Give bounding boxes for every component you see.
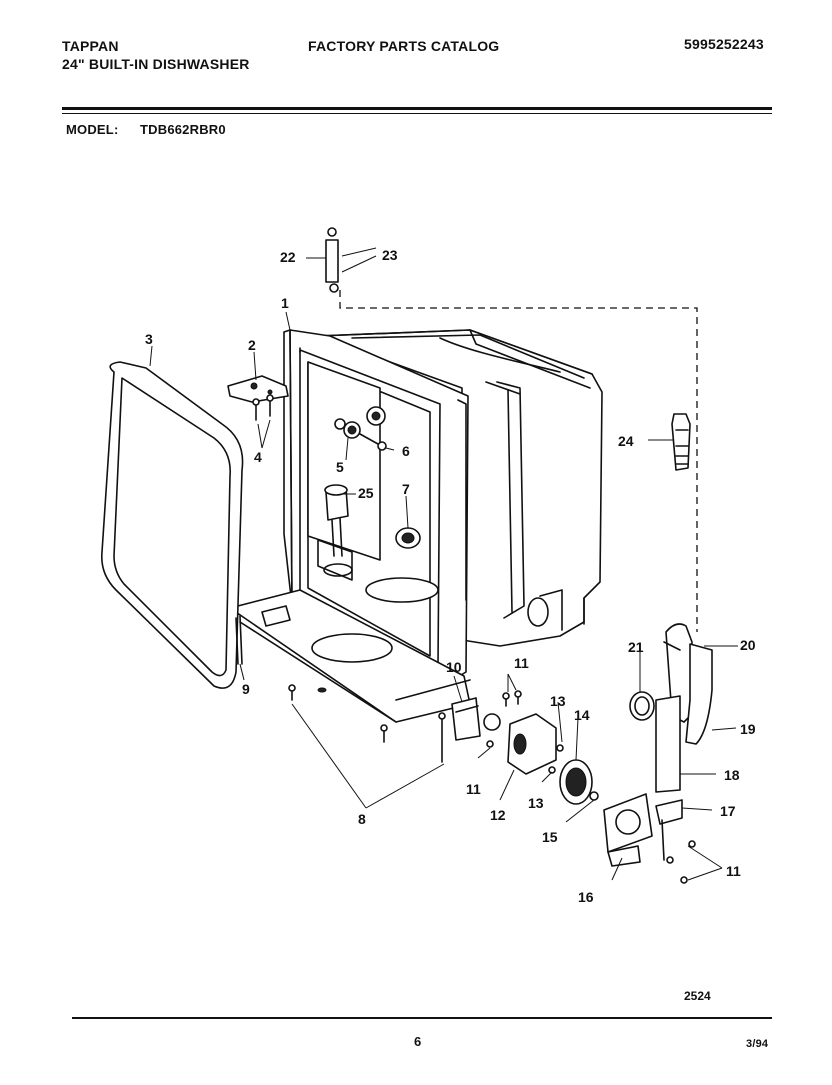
footer-rule [72, 1017, 772, 1019]
door-gasket [100, 361, 244, 689]
model-label: MODEL: [66, 122, 119, 137]
float-assembly [324, 484, 349, 557]
door-bottom-panel [229, 589, 471, 723]
catalog-title: FACTORY PARTS CATALOG [308, 38, 500, 54]
callout-4: 4 [254, 449, 262, 465]
callout-11a: 11 [514, 655, 529, 671]
callout-9: 9 [242, 681, 250, 697]
revision-date: 3/94 [746, 1038, 769, 1050]
callout-17: 17 [720, 803, 736, 819]
pump-housing [483, 713, 557, 775]
callout-10: 10 [446, 659, 462, 675]
callout-16: 16 [578, 889, 594, 905]
fill-fitting [325, 227, 339, 293]
callout-13b: 13 [528, 795, 544, 811]
callout-13a: 13 [550, 693, 566, 709]
wash-arm-bearing [334, 406, 387, 451]
callout-24: 24 [618, 433, 634, 449]
callout-25: 25 [358, 485, 374, 501]
callout-20: 20 [740, 637, 756, 653]
callout-2: 2 [248, 337, 256, 353]
page-number: 6 [414, 1034, 422, 1049]
hose-connector [655, 799, 683, 861]
header-rule-thin [62, 113, 772, 114]
callout-leaders [149, 247, 738, 881]
figure-number: 2524 [684, 989, 711, 1003]
callout-labels: 1 2 3 4 5 6 7 8 9 10 11 11 11 11 12 13 1… [145, 247, 756, 905]
tub-frame [283, 329, 469, 691]
callout-8: 8 [358, 811, 366, 827]
callout-23: 23 [382, 247, 398, 263]
callout-12: 12 [490, 807, 506, 823]
hose-clamp-ring [629, 691, 655, 721]
callout-14: 14 [574, 707, 590, 723]
callout-1: 1 [281, 295, 289, 311]
pump-bracket [451, 697, 481, 741]
callout-22: 22 [280, 249, 296, 265]
callout-15: 15 [542, 829, 558, 845]
callout-5: 5 [336, 459, 344, 475]
callout-18: 18 [724, 767, 740, 783]
brand-name: TAPPAN [62, 38, 119, 54]
callout-21: 21 [628, 639, 644, 655]
gasket-strip [235, 617, 239, 665]
callout-3: 3 [145, 331, 153, 347]
model-number: TDB662RBR0 [140, 122, 226, 137]
callout-19: 19 [740, 721, 756, 737]
fill-funnel [671, 413, 691, 471]
assembly-dashed-line [339, 290, 698, 632]
vent-grommet [395, 527, 421, 549]
impeller [559, 759, 599, 805]
hinge-screws [252, 394, 274, 421]
product-name: 24" BUILT-IN DISHWASHER [62, 56, 250, 72]
hinge-plate [227, 375, 289, 403]
callout-6: 6 [402, 443, 410, 459]
mounting-screws [288, 684, 696, 884]
drain-hose-assembly [655, 623, 713, 793]
motor-mount-plate [603, 793, 653, 867]
callout-7: 7 [402, 481, 410, 497]
header-rule-thick [62, 107, 772, 110]
callout-11b: 11 [466, 781, 481, 797]
callout-11c: 11 [726, 863, 741, 879]
catalog-number: 5995252243 [684, 36, 764, 52]
